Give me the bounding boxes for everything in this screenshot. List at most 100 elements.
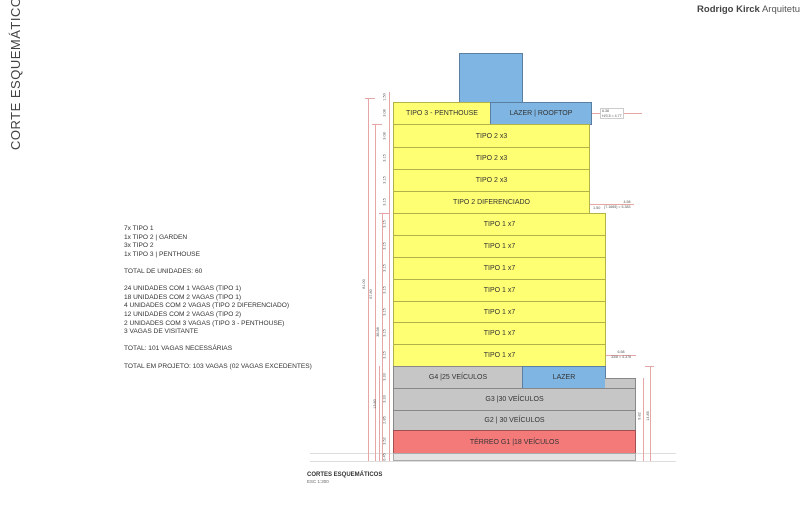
dim-floor: 0.45 [382, 453, 387, 461]
dim-line-right-b [650, 366, 651, 461]
dim-floor: 1.50 [382, 93, 387, 101]
floor-label: LAZER [552, 374, 576, 381]
parking-line: 24 UNIDADES COM 1 VAGAS (TIPO 1) [124, 285, 242, 293]
floor-tipo2: TIPO 2 x3 [393, 124, 590, 148]
dim-right-b: 14.85 [645, 411, 650, 421]
floor-label: TIPO 2 x3 [475, 132, 508, 140]
parking-line: 4 UNIDADES COM 2 VAGAS (TIPO 2 DIFERENCI… [124, 302, 290, 310]
dim-upper-height: 67.80 [368, 289, 373, 299]
floor-tipo2-diferenciado: TIPO 2 DIFERENCIADO [393, 191, 590, 214]
dim-floor: 3.15 [382, 220, 387, 228]
floor-label: TIPO 1 x7 [483, 352, 516, 359]
floor-label: G2 | 30 VEÍCULOS [484, 417, 545, 424]
floor-terreo: TÉRREO G1 |18 VEÍCULOS [393, 430, 636, 454]
dim-total-height: 81.00 [361, 279, 366, 289]
unit-line: 7x TIPO 1 [124, 225, 154, 232]
ground-line [636, 453, 676, 454]
floor-rooftop-leisure: LAZER | ROOFTOP [490, 102, 592, 125]
dim-tick [372, 124, 382, 125]
dim-floor: 3.15 [382, 198, 387, 206]
floor-tipo1: TIPO 1 x7 [393, 257, 606, 280]
total-units: TOTAL DE UNIDADES: 60 [124, 267, 203, 275]
floor-tipo2: TIPO 2 x3 [393, 169, 590, 192]
floor-label: TIPO 2 x3 [475, 155, 508, 162]
dim-floor: 3.15 [382, 351, 387, 359]
floor-label: LAZER | ROOFTOP [509, 110, 573, 117]
brand-name: Rodrigo Kirck [697, 4, 760, 15]
unit-line: 1x TIPO 3 | PENTHOUSE [124, 250, 200, 258]
setback-note: H/3.5 = 4.77 [602, 113, 622, 118]
floor-g4: G4 |25 VEÍCULOS [393, 366, 523, 389]
setback-line [590, 204, 634, 205]
floor-label: TIPO 3 - PENTHOUSE [406, 110, 478, 117]
floor-g2: G2 | 30 VEÍCULOS [393, 410, 636, 431]
dim-line-upper [375, 124, 376, 461]
setback-note: (7.1665) = 5.383 [604, 204, 631, 209]
unit-line: 1x TIPO 2 | GARDEN [124, 233, 188, 241]
dim-floor: 3.15 [382, 329, 387, 337]
ground-line [310, 453, 393, 454]
setback-mid-left: 1.50 [593, 206, 601, 210]
dim-line-mid [382, 213, 383, 461]
floor-label: TÉRREO G1 |18 VEÍCULOS [469, 438, 560, 446]
rooftop-volume [459, 53, 523, 103]
floor-g4-leisure: LAZER [522, 366, 606, 389]
drawing-scale: ESC 1:300 [307, 479, 329, 484]
dim-tick [645, 366, 654, 367]
floor-label: TIPO 1 x7 [483, 243, 516, 250]
dim-floor: 3.15 [382, 264, 387, 272]
dim-mid-height: 38.58 [375, 327, 380, 337]
floor-tipo2: TIPO 2 x3 [393, 147, 590, 170]
floor-label: TIPO 1 x7 [483, 265, 516, 272]
dim-floor: 3.15 [382, 308, 387, 316]
dim-right-a: 9.82 [637, 412, 642, 420]
setback-value: 6.38 [602, 109, 609, 113]
dim-floor: 2.85 [382, 416, 387, 424]
setback-note: 33/8 = 4.376 [611, 354, 632, 359]
floor-tipo1: TIPO 1 x7 [393, 301, 606, 323]
dim-floor: 3.15 [382, 286, 387, 294]
floor-label: G3 |30 VEÍCULOS [485, 396, 544, 403]
brand: Rodrigo Kirck Arquitetu [697, 4, 800, 15]
floor-penthouse: TIPO 3 - PENTHOUSE [393, 102, 491, 125]
floor-label: G4 |25 VEÍCULOS [428, 374, 488, 381]
dim-line-floors [389, 92, 390, 461]
dim-line-base [379, 366, 380, 461]
total-project: TOTAL EM PROJETO: 103 VAGAS (02 VAGAS EX… [124, 362, 312, 370]
floor-tipo1: TIPO 1 x7 [393, 322, 606, 345]
dim-floor: 3.15 [382, 176, 387, 184]
floor-label: TIPO 1 x7 [483, 308, 516, 316]
floor-label: TIPO 2 x3 [475, 177, 508, 184]
floor-g3: G3 |30 VEÍCULOS [393, 388, 636, 411]
brand-suffix: Arquitetu [761, 4, 800, 15]
ground-line [310, 461, 676, 462]
dim-base-height: 13.80 [372, 399, 377, 409]
parking-line: 18 UNIDADES COM 2 VAGAS (TIPO 1) [124, 293, 242, 301]
dim-tick [379, 213, 389, 214]
setback-line [606, 355, 636, 356]
floor-label: TIPO 1 x7 [483, 330, 516, 337]
floor-tipo1: TIPO 1 x7 [393, 344, 606, 367]
floor-tipo1: TIPO 1 x7 [393, 213, 606, 236]
dim-floor: 3.08 [382, 109, 387, 117]
dim-line-total [368, 98, 369, 461]
dim-line-right-a [643, 378, 644, 461]
floor-tipo1: TIPO 1 x7 [393, 279, 606, 302]
unit-line: 3x TIPO 2 [124, 242, 154, 250]
drawing-caption: CORTES ESQUEMÁTICOS [307, 472, 383, 478]
setback-mid: 4.58(7.1665) = 5.383 [603, 200, 631, 209]
dim-floor: 3.52 [382, 437, 387, 445]
dim-tick [365, 98, 375, 99]
setback-value: 6.58 [617, 350, 625, 354]
parking-line: 2 UNIDADES COM 3 VAGAS (TIPO 3 - PENTHOU… [124, 319, 285, 327]
setback-value: 4.58 [623, 200, 631, 204]
side-title: CORTE ESQUEMÁTICO [8, 0, 23, 150]
dim-floor: 3.33 [382, 395, 387, 403]
floor-label: TIPO 1 x7 [483, 287, 516, 294]
dim-floor: 3.08 [382, 132, 387, 140]
program-notes: 7x TIPO 1 1x TIPO 2 | GARDEN 3x TIPO 2 1… [124, 225, 312, 371]
dim-floor: 3.15 [382, 154, 387, 162]
floor-label: TIPO 1 x7 [483, 221, 516, 228]
